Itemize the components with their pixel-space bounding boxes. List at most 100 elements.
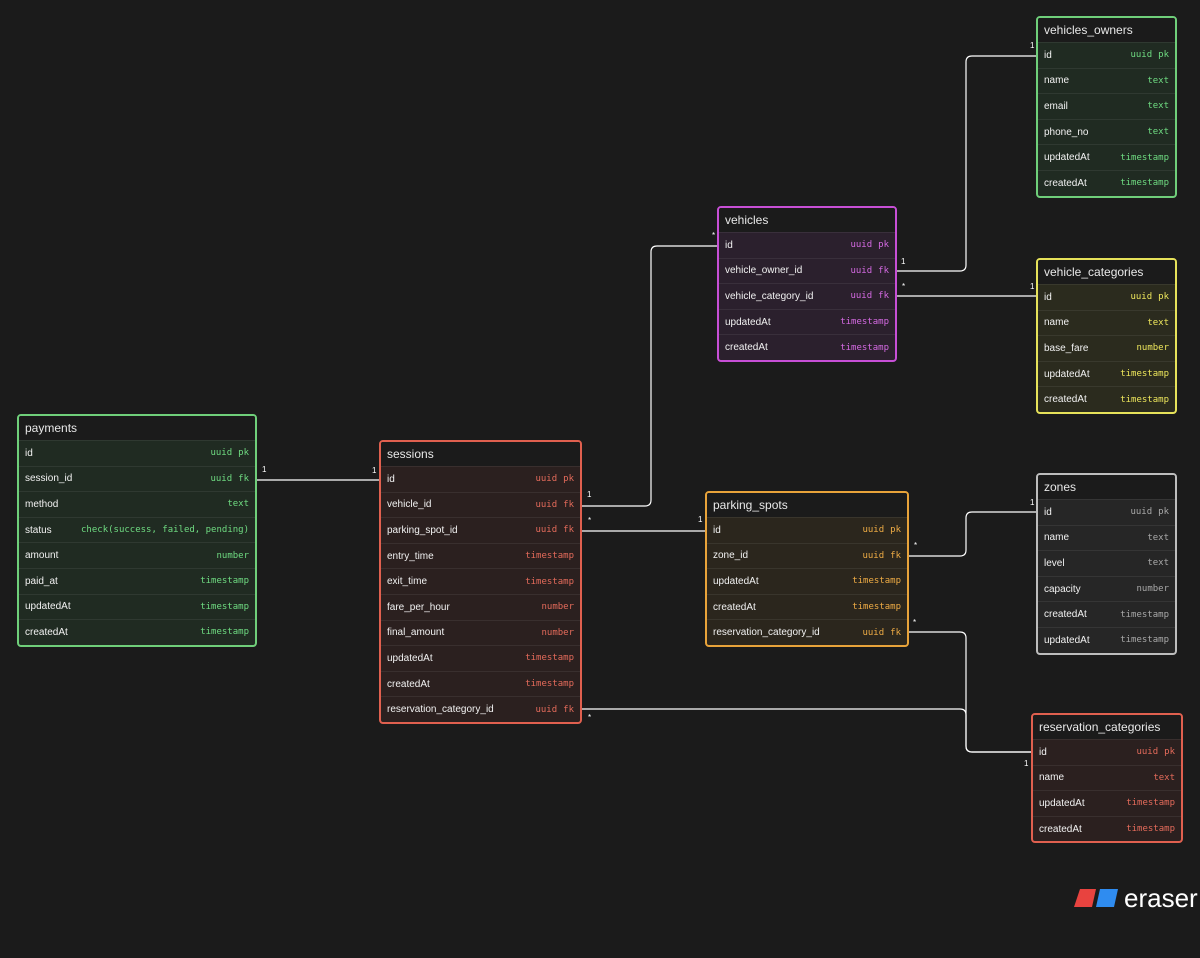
column-type-group: timestamp <box>1120 369 1169 379</box>
table-row[interactable]: base_fare number <box>1038 335 1175 361</box>
relation-line <box>582 708 1038 753</box>
column-type: number <box>1136 343 1169 354</box>
column-type: uuid <box>210 473 233 484</box>
table-row[interactable]: createdAt timestamp <box>1033 815 1181 842</box>
column-type: text <box>1147 101 1169 112</box>
column-type: timestamp <box>840 317 889 328</box>
column-name: name <box>1044 75 1070 87</box>
column-type-group: text <box>1147 533 1169 543</box>
column-name: name <box>1044 317 1070 329</box>
column-name: name <box>1039 772 1065 784</box>
column-name: email <box>1044 100 1068 112</box>
column-name: reservation_category_id <box>387 704 494 716</box>
column-key: fk <box>878 291 889 302</box>
column-name: vehicle_id <box>387 499 432 511</box>
column-type-group: number <box>1136 584 1169 594</box>
column-type: timestamp <box>1126 824 1175 835</box>
column-type: timestamp <box>852 602 901 613</box>
table-title: zones <box>1038 475 1175 499</box>
relation-line <box>909 631 1038 753</box>
cardinality-label: * <box>902 282 905 291</box>
column-type-group: number <box>541 602 574 612</box>
column-name: name <box>1044 532 1070 544</box>
column-name: createdAt <box>1039 823 1082 835</box>
table-row[interactable]: name text <box>1038 524 1175 551</box>
eraser-logo-icon <box>1074 889 1118 907</box>
column-type-group: timestamp <box>1126 824 1175 834</box>
relation-sessions-vehicle_id: 1* <box>582 231 724 507</box>
table-title: vehicles <box>719 208 895 232</box>
column-type-group: timestamp <box>1126 798 1175 808</box>
column-key: fk <box>890 550 901 561</box>
column-type: uuid <box>535 499 558 510</box>
column-type: timestamp <box>200 627 249 638</box>
cardinality-label: 1 <box>901 257 906 266</box>
column-type: timestamp <box>1120 152 1169 163</box>
column-type-group: timestamp <box>852 602 901 612</box>
column-type: timestamp <box>840 342 889 353</box>
cardinality-label: * <box>588 516 591 525</box>
column-name: id <box>725 239 733 251</box>
column-type: uuid <box>862 627 885 638</box>
table-row[interactable]: email text <box>1038 93 1175 119</box>
column-name: zone_id <box>713 550 749 562</box>
cardinality-label: 1 <box>1030 282 1035 291</box>
column-name: base_fare <box>1044 342 1089 354</box>
